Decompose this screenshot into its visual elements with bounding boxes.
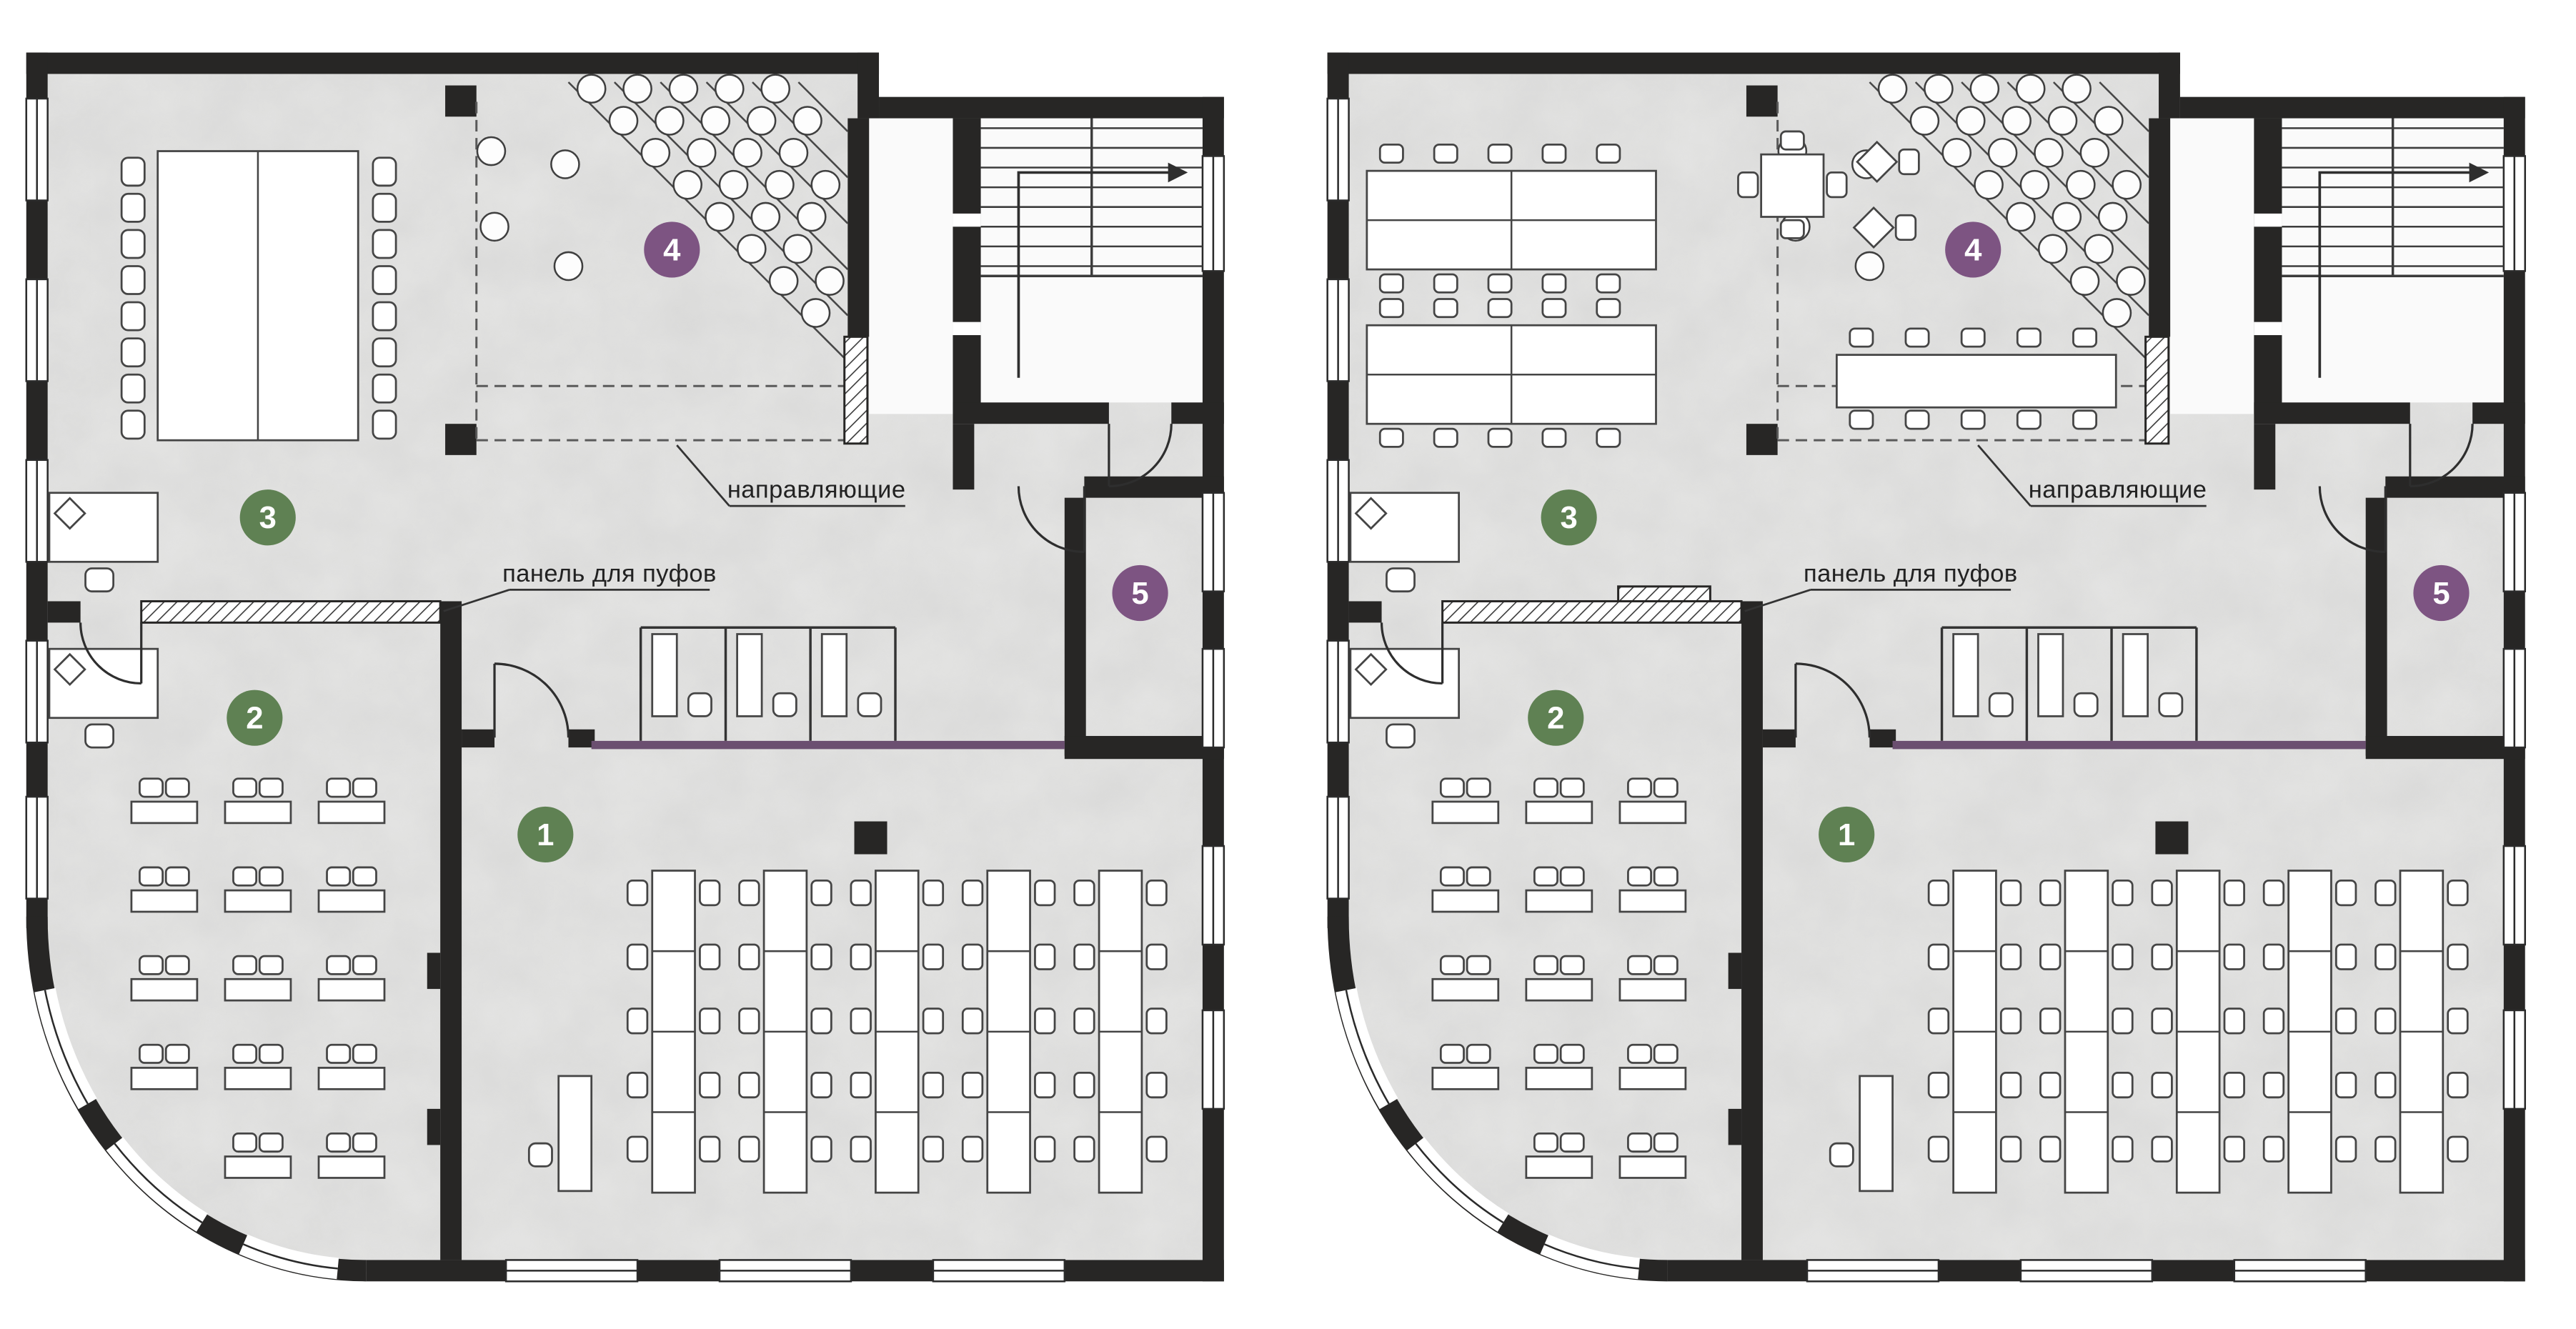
desk-bank-1	[1366, 143, 1657, 294]
open-desks-furniture	[1366, 130, 2117, 602]
conference-room-furniture	[120, 150, 397, 442]
room4-tables	[1737, 130, 2117, 430]
pouf-panel-block	[1617, 585, 1711, 602]
desk-bank-2	[1366, 298, 1657, 448]
